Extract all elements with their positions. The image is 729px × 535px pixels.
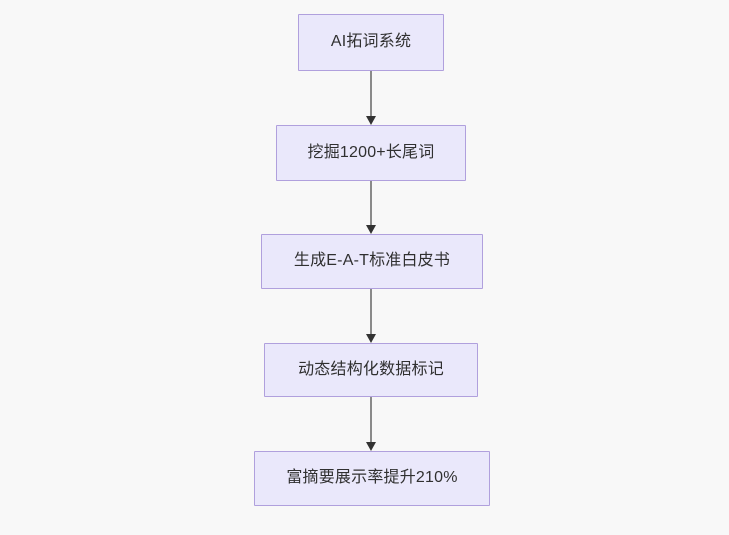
- flow-node-label: 富摘要展示率提升210%: [286, 469, 458, 487]
- flow-node-label: 动态结构化数据标记: [298, 360, 444, 378]
- flow-node-mine-longtail-keywords[interactable]: 挖掘1200+长尾词: [276, 125, 466, 181]
- flow-node-label: 挖掘1200+长尾词: [307, 143, 435, 161]
- flow-node-generate-eat-whitepaper[interactable]: 生成E-A-T标准白皮书: [261, 234, 483, 289]
- flow-node-ai-keyword-system[interactable]: AI拓词系统: [298, 14, 444, 71]
- flow-node-label: 生成E-A-T标准白皮书: [293, 252, 451, 270]
- flow-node-dynamic-structured-data-markup[interactable]: 动态结构化数据标记: [264, 343, 478, 397]
- flow-node-rich-snippet-impression-lift[interactable]: 富摘要展示率提升210%: [254, 451, 490, 506]
- flow-node-label: AI拓词系统: [330, 33, 412, 51]
